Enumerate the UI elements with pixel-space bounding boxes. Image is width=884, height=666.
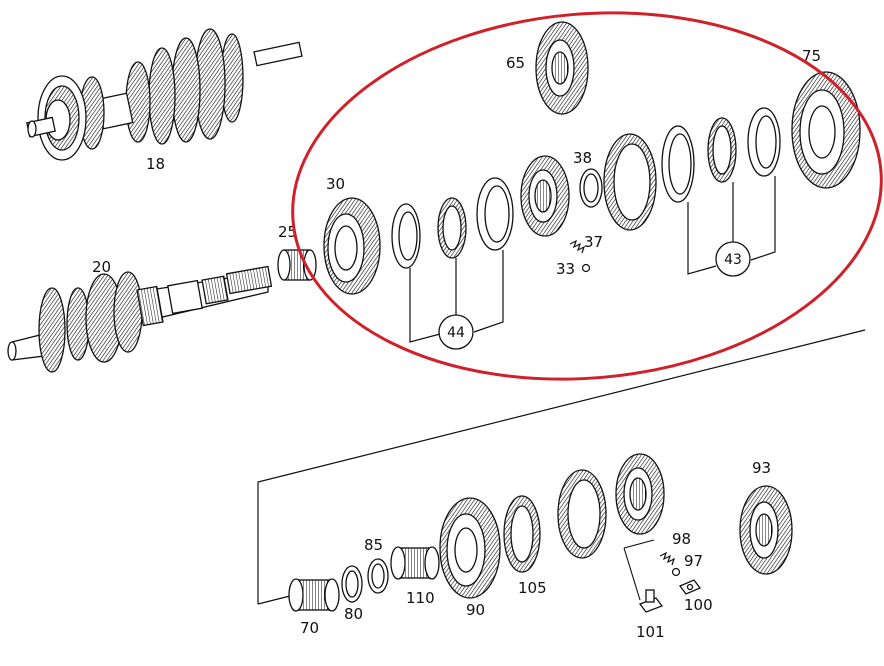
part-label-110: 110 xyxy=(406,589,435,607)
gear-sleeve-icon xyxy=(557,469,607,559)
callout-43-leaders xyxy=(687,176,776,275)
callout-44-leaders xyxy=(409,250,504,343)
synchronizer-hub-icon xyxy=(535,21,589,115)
ball-icon xyxy=(671,567,681,577)
part-label-70: 70 xyxy=(300,619,319,637)
callout-43-circle xyxy=(715,241,751,277)
synchronizer-ring-set-icon xyxy=(391,177,514,269)
synchronizer-sleeve-icon xyxy=(615,453,665,535)
part-label-30: 30 xyxy=(326,175,345,193)
callout-label-43: 43 xyxy=(724,252,742,268)
synchronizer-sleeve-icon xyxy=(520,155,570,237)
part-label-37: 33 xyxy=(556,260,575,278)
snap-ring-icon xyxy=(341,565,363,603)
part-label-80: 80 xyxy=(344,605,363,623)
part-label-101: 101 xyxy=(636,623,665,641)
part-label-75: 75 xyxy=(802,47,821,65)
part-label-85: 85 xyxy=(364,536,383,554)
callout-44-circle xyxy=(438,314,474,350)
part-label-90: 90 xyxy=(466,601,485,619)
synchronizer-ring-set-icon xyxy=(661,107,781,203)
main-shaft-icon xyxy=(7,265,273,373)
spring-icon xyxy=(659,551,676,566)
part-label-65: 38 xyxy=(573,149,592,167)
part-label-18: 18 xyxy=(146,155,165,173)
gear-wheel-icon xyxy=(323,197,381,295)
callout-label-44: 44 xyxy=(447,325,465,341)
ball-icon xyxy=(581,263,591,273)
part-label-100: 100 xyxy=(684,596,713,614)
gear-wheel-icon xyxy=(791,71,861,189)
needle-bearing-icon xyxy=(277,249,317,281)
shift-key-icon xyxy=(638,589,664,613)
snap-ring-icon xyxy=(579,168,603,208)
part-label-38: 37 xyxy=(584,233,603,251)
part-label-33: 65 xyxy=(506,54,525,72)
shift-leader-lines xyxy=(623,539,655,601)
part-label-20: 20 xyxy=(92,258,111,276)
synchronizer-ring-icon xyxy=(503,495,541,573)
gear-wheel-icon xyxy=(439,497,501,599)
highlight-ellipse xyxy=(291,11,883,381)
spring-icon xyxy=(569,239,586,254)
snap-ring-icon xyxy=(367,558,389,594)
lower-group-frame xyxy=(257,329,866,605)
part-label-105: 105 xyxy=(518,579,547,597)
needle-bearing-icon xyxy=(288,578,340,612)
shift-block-icon xyxy=(678,579,702,595)
gear-sleeve-icon xyxy=(603,133,657,231)
part-label-97: 97 xyxy=(684,552,703,570)
countershaft-gear-cluster-icon xyxy=(26,28,303,161)
part-label-93: 93 xyxy=(752,459,771,477)
needle-bearing-icon xyxy=(390,546,440,580)
part-label-98: 98 xyxy=(672,530,691,548)
synchronizer-hub-icon xyxy=(739,485,793,575)
